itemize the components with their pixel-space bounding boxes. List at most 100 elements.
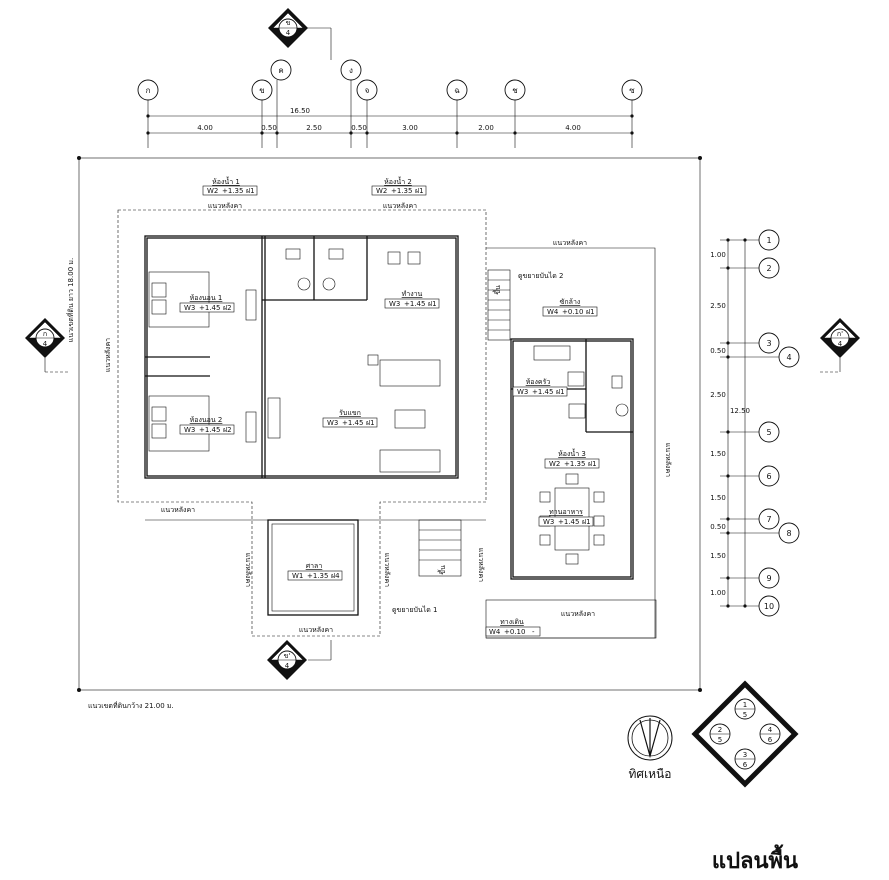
section-marker-kho2: ข' 4 [267,640,332,680]
site-length-label: แนวเขตที่ดิน ยาว 18.00 ม. [66,258,75,342]
drawing-title: แปลนพื้น [712,844,798,874]
svg-text:แนวหลังคา: แนวหลังคา [553,239,587,247]
svg-text:ฝ1: ฝ1 [428,300,437,308]
main-house [144,235,459,479]
svg-text:W3: W3 [184,304,195,312]
svg-text:แนวหลังคา: แนวหลังคา [561,610,595,618]
svg-text:4: 4 [768,726,773,734]
room-tag-kitchen: ห้องครัว W3 +1.45 ฝ1 [512,378,568,397]
svg-text:ห้องครัว: ห้องครัว [526,378,551,386]
room-tags: ห้องน้ำ 1 W2 +1.35 ฝ1 ห้องน้ำ 2 W2 +1.35… [179,175,600,637]
svg-text:+0.10: +0.10 [562,308,583,316]
svg-text:ฝ1: ฝ1 [366,419,375,427]
dim-overall-top: 16.50 [290,107,310,115]
grid-bubble-kho-khon [270,59,292,81]
svg-text:ฝ1: ฝ1 [415,187,424,195]
grid-label-ko: ก [146,86,151,95]
svg-text:ซักล้าง: ซักล้าง [560,298,581,306]
svg-text:ฝ2: ฝ2 [223,426,232,434]
grid-bubble-chi [446,79,468,101]
svg-text:1: 1 [766,236,771,245]
svg-text:W3: W3 [543,518,554,526]
svg-text:แนวหลังคา: แนวหลังคา [299,626,333,634]
svg-text:ศาลา: ศาลา [306,562,323,570]
grid-bubble-ko [137,79,159,101]
svg-text:+0.10: +0.10 [504,628,525,636]
grid-label-kho-khon: ค [278,66,283,75]
svg-text:ฝ1: ฝ1 [582,518,591,526]
svg-text:4: 4 [286,29,291,37]
svg-text:2: 2 [718,726,722,734]
svg-text:ห้องนอน 2: ห้องนอน 2 [190,416,223,424]
grid-label-cho: จ [365,86,370,95]
svg-text:1: 1 [743,701,747,709]
svg-text:1.50: 1.50 [710,552,726,560]
svg-text:6: 6 [766,472,771,481]
svg-text:รับแขก: รับแขก [339,409,361,417]
svg-text:ทางเดิน: ทางเดิน [500,618,524,626]
room-tag-bath-3: ห้องน้ำ 3 W2 +1.35 ฝ1 [544,447,600,469]
svg-text:แนวหลังคา: แนวหลังคา [383,202,417,210]
dim-span-2: 0.50 [261,124,277,132]
svg-text:2.50: 2.50 [710,391,726,399]
north-arrow-icon: ทิศเหนือ [627,715,673,781]
svg-text:ฝ2: ฝ2 [223,304,232,312]
pavilion: ขึ้น ดูขยายบันได 1 [145,519,486,616]
svg-text:แนวหลังคา: แนวหลังคา [161,506,195,514]
site-width-label: แนวเขตที่ดินกว้าง 21.00 ม. [88,701,174,710]
svg-text:+1.45: +1.45 [404,300,425,308]
svg-text:W2: W2 [549,460,560,468]
svg-text:แนวหลังคา: แนวหลังคา [244,553,252,587]
svg-text:2: 2 [766,264,771,273]
svg-text:0.50: 0.50 [710,347,726,355]
grid-label-chi: ฉ [454,86,460,95]
svg-text:3: 3 [743,751,747,759]
svg-text:1.00: 1.00 [710,251,726,259]
grid-label-cho2: ช [512,86,518,95]
svg-text:ห้องน้ำ 3: ห้องน้ำ 3 [558,447,586,458]
svg-text:6: 6 [768,736,773,744]
grid-bubble-so [621,79,643,101]
svg-text:10: 10 [764,602,774,611]
north-label: ทิศเหนือ [629,767,672,781]
svg-text:+1.45: +1.45 [532,388,553,396]
svg-text:-: - [532,628,535,636]
svg-text:ฝ1: ฝ1 [588,460,597,468]
svg-text:W3: W3 [517,388,528,396]
svg-text:W4: W4 [547,308,559,316]
grid-label-so: ซ [629,86,635,95]
svg-text:แนวหลังคา: แนวหลังคา [477,548,485,582]
svg-text:+1.35: +1.35 [391,187,412,195]
key-plan: 1 5 2 5 4 6 3 6 [691,680,799,788]
svg-text:5: 5 [743,711,747,719]
svg-text:5: 5 [718,736,722,744]
room-tag-bath-1: ห้องน้ำ 1 W2 +1.35 ฝ1 [202,175,258,196]
svg-text:+1.35: +1.35 [564,460,585,468]
svg-text:ห้องนอน 1: ห้องนอน 1 [190,294,223,302]
svg-text:4: 4 [43,340,48,348]
dim-span-1: 4.00 [197,124,213,132]
svg-text:+1.45: +1.45 [558,518,579,526]
svg-text:4: 4 [285,662,290,670]
room-tag-bedroom-2: ห้องนอน 2 W3 +1.45 ฝ2 [179,416,235,435]
svg-text:ข': ข' [284,652,291,660]
svg-text:+1.45: +1.45 [199,304,220,312]
svg-text:ข: ข [286,19,291,27]
grid-label-kho: ข [259,86,264,95]
svg-text:ดูขยายบันได 1: ดูขยายบันได 1 [392,605,437,614]
room-tag-dining: ทานอาหาร W3 +1.45 ฝ1 [538,508,594,527]
svg-text:ขึ้น: ขึ้น [491,285,502,295]
svg-text:ทานอาหาร: ทานอาหาร [549,508,583,516]
svg-text:+1.35: +1.35 [307,572,328,580]
svg-text:W1: W1 [292,572,303,580]
svg-text:+1.45: +1.45 [199,426,220,434]
svg-text:ดูขยายบันได 2: ดูขยายบันได 2 [518,271,563,280]
svg-text:ก': ก' [837,330,843,338]
section-marker-kho: ข 4 [268,8,332,60]
svg-text:ทำงาน: ทำงาน [402,290,423,298]
svg-text:ฝ1: ฝ1 [246,187,255,195]
grid-bubble-cho [356,79,378,101]
grid-bubble-cho2 [504,79,526,101]
grid-bubble-kho [251,79,273,101]
dim-span-3: 2.50 [306,124,322,132]
